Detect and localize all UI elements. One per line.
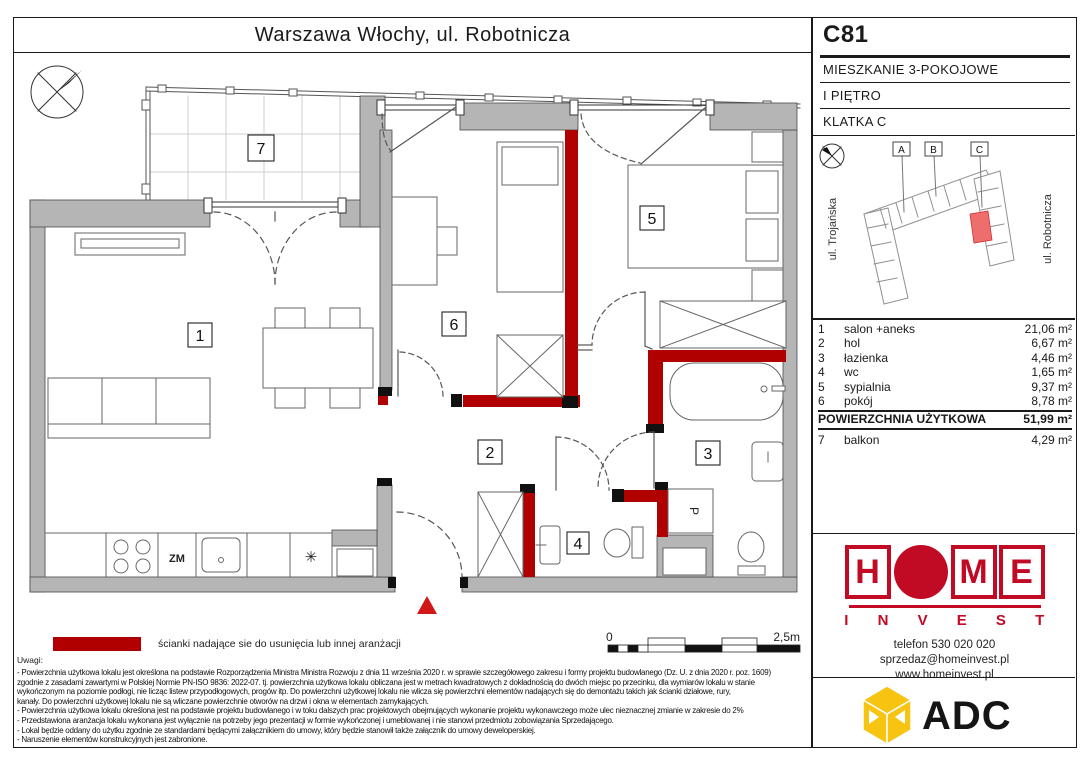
room-no: 1	[818, 322, 825, 336]
logo-letter-e: E	[998, 545, 1045, 599]
contact-block: telefon 530 020 020 sprzedaz@homeinvest.…	[880, 638, 1009, 682]
home-logo-letters: H M E	[844, 545, 1046, 599]
table-row: 5 sypialnia 9,37 m²	[818, 379, 1072, 394]
unit-staircase: KLATKA C	[823, 114, 887, 129]
room-name: salon +aneks	[844, 322, 916, 336]
street-right-label: ul. Robotnicza	[1042, 194, 1054, 264]
logo-letter-h: H	[844, 545, 891, 599]
divider	[818, 410, 1072, 412]
unit-type: MIESZKANIE 3-POKOJOWE	[823, 62, 999, 77]
table-row: 1 salon +aneks 21,06 m²	[818, 322, 1072, 336]
divider	[818, 428, 1072, 430]
home-invest-logo: H M E I N V E S T telefon 530 020 020 sp…	[812, 545, 1077, 682]
divider	[813, 135, 1075, 136]
unit-code: C81	[823, 21, 869, 48]
table-row: 4 wc 1,65 m²	[818, 365, 1072, 380]
note-line: zgodnie z zasadami zawartymi w Polskiej …	[17, 677, 755, 687]
divider	[820, 108, 1070, 109]
table-row: 2 hol 6,67 m²	[818, 336, 1072, 351]
logo-circle-o-icon	[893, 545, 948, 599]
email[interactable]: sprzedaz@homeinvest.pl	[879, 653, 1010, 666]
unit-floor: I PIĘTRO	[823, 88, 882, 103]
notes-block: - Powierzchnia użytkowa lokalu jest okre…	[17, 668, 809, 745]
logo-letter-m: M	[950, 545, 997, 599]
page-title: Warszawa Włochy, ul. Robotnicza	[254, 23, 571, 46]
panel-divider	[811, 17, 813, 748]
table-row: 7 balkon 4,29 m²	[818, 433, 1072, 447]
summary-value: 51,99 m²	[1023, 412, 1072, 426]
sheet-title-bar: Warszawa Włochy, ul. Robotnicza	[14, 18, 811, 53]
adc-wordmark: ADC	[922, 694, 1012, 738]
legend-red-wall-swatch	[53, 637, 141, 651]
table-row: 6 pokój 8,78 m²	[818, 394, 1072, 408]
divider	[820, 82, 1070, 83]
note-line: - Powierzchnia użytkowa lokalu określona…	[17, 706, 744, 716]
note-line: - Powierzchnia użytkowa lokalu jest okre…	[17, 668, 771, 677]
divider-thick	[820, 55, 1070, 58]
sheet-border	[13, 17, 1077, 748]
logo-underline	[848, 605, 1041, 608]
legend-text: ścianki nadające sie do usunięcia lub in…	[158, 638, 401, 650]
street-left-label: ul. Trojańska	[827, 197, 839, 261]
phone: telefon 530 020 020	[893, 639, 996, 651]
summary-row: POWIERZCHNIA UŻYTKOWA 51,99 m²	[818, 412, 1072, 426]
note-line: - Lokal będzie oddany do użytku zgodnie …	[17, 725, 536, 735]
room-area: 21,06 m²	[1024, 322, 1072, 336]
table-row: 3 łazienka 4,46 m²	[818, 350, 1072, 365]
divider	[813, 677, 1075, 678]
summary-label: POWIERZCHNIA UŻYTKOWA	[818, 412, 987, 426]
note-line: wykończonym na poziomie podłogi, nie lic…	[17, 687, 731, 697]
divider	[813, 318, 1075, 320]
note-line: kanały. Do powierzchni użytkowej lokalu …	[17, 696, 429, 706]
notes-heading: Uwagi:	[17, 655, 43, 665]
note-line: - Przedstawiona aranżacja lokalu wykonan…	[17, 715, 614, 725]
divider	[813, 533, 1075, 534]
note-line: - Naruszenie elementów konstrukcyjnych j…	[17, 735, 208, 745]
website[interactable]: www.homeinvest.pl	[895, 668, 994, 681]
logo-invest-text: I N V E S T	[844, 612, 1057, 629]
